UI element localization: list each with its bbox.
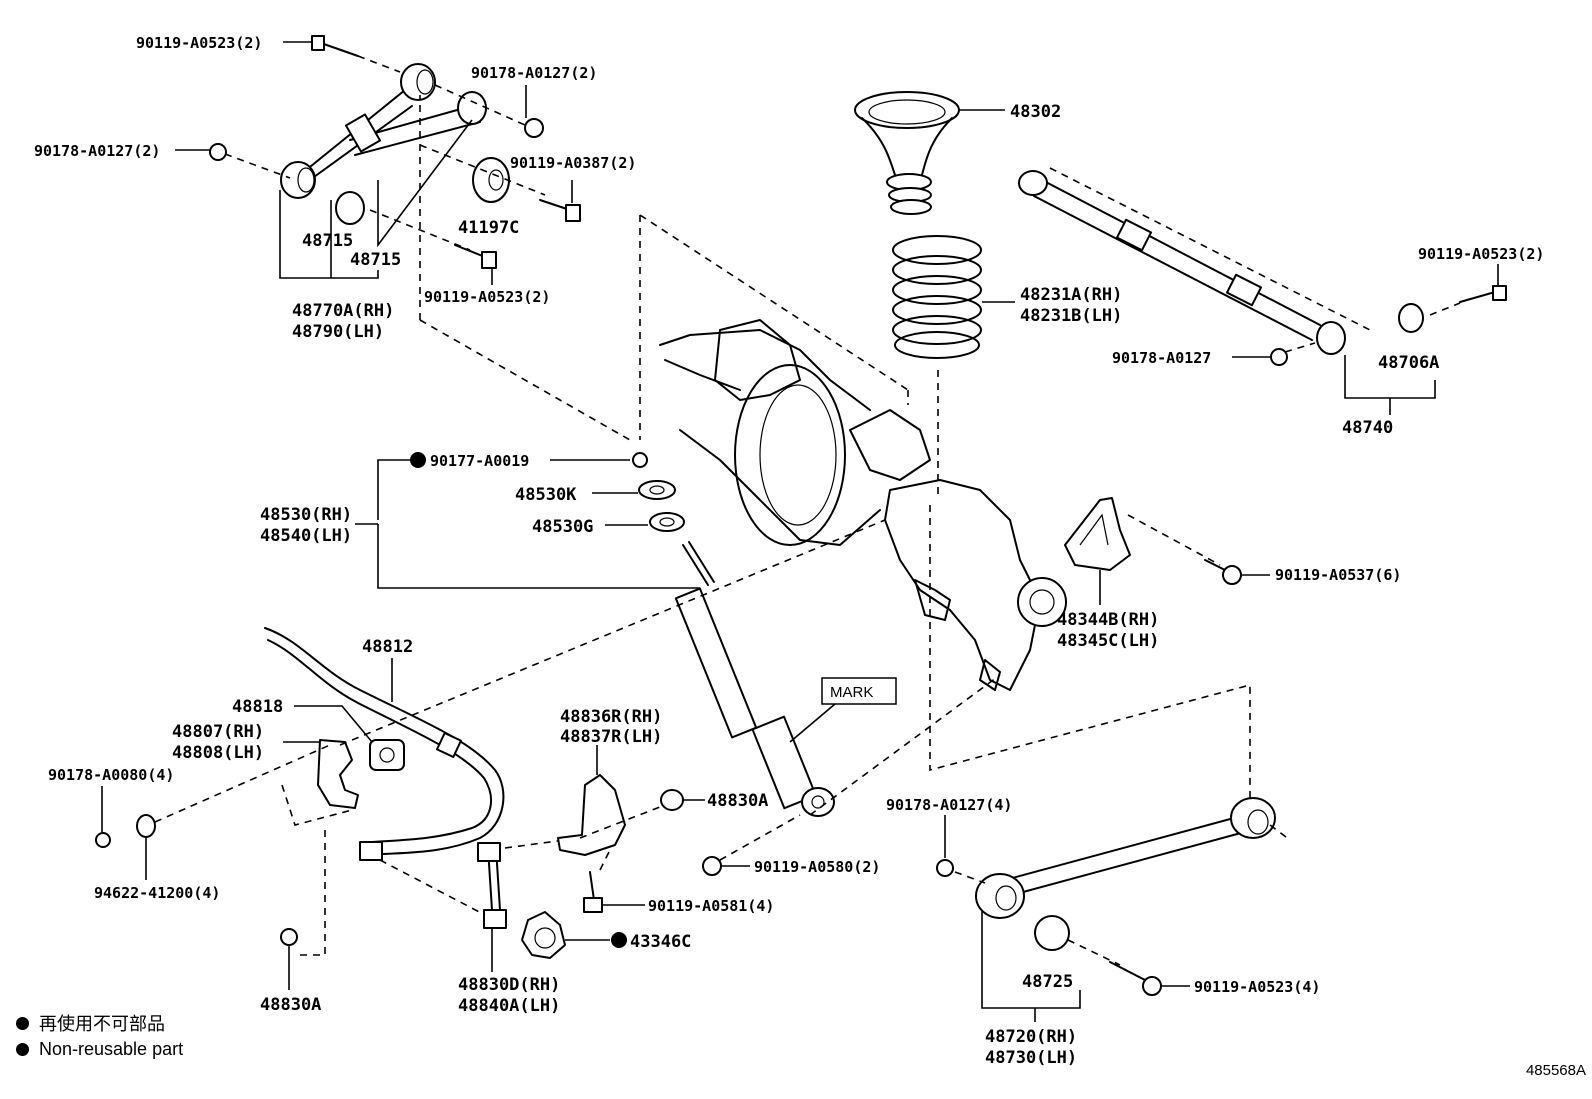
bushing-icon xyxy=(660,789,684,811)
part-label: 48530G xyxy=(532,517,593,537)
bracket-48836r xyxy=(557,774,626,856)
part-label: 90119-A0537(6) xyxy=(1275,566,1401,584)
nut-icon xyxy=(632,452,648,468)
stabilizer-bar xyxy=(264,627,505,861)
part-label: 48808(LH) xyxy=(172,743,264,763)
part-label: 48725 xyxy=(1022,972,1073,992)
legend: 再使用不可部品 Non-reusable part xyxy=(16,1010,183,1062)
part-label: 48770A(RH) xyxy=(292,301,394,321)
nut-icon xyxy=(95,832,111,848)
part-label: 48720(RH) xyxy=(985,1027,1077,1047)
part-label: 90119-A0387(2) xyxy=(510,154,636,172)
bolt-icon xyxy=(454,199,581,269)
part-label: 48830A xyxy=(260,995,321,1015)
bolt-icon xyxy=(583,856,750,913)
legend-row-english: Non-reusable part xyxy=(16,1036,183,1062)
legend-row-japanese: 再使用不可部品 xyxy=(16,1010,183,1036)
part-label: 48715 xyxy=(302,231,353,251)
part-label: 48530(RH) xyxy=(260,505,352,525)
part-label: 48231A(RH) xyxy=(1020,285,1122,305)
mark-label: MARK xyxy=(830,684,873,701)
bushing-icon xyxy=(369,739,405,771)
bushing-icon xyxy=(638,480,685,532)
part-label: 48818 xyxy=(232,697,283,717)
part-label: 90178-A0127 xyxy=(1112,349,1211,367)
bump-stopper xyxy=(854,91,960,215)
nut-icon xyxy=(209,118,544,161)
part-label: 48706A xyxy=(1378,353,1439,373)
non-reusable-marker-icon xyxy=(611,932,627,948)
clamp-bracket xyxy=(317,739,359,809)
lateral-rod xyxy=(1018,170,1424,355)
part-label: 48540(LH) xyxy=(260,526,352,546)
part-label: 48840A(LH) xyxy=(458,996,560,1016)
part-label: 48345C(LH) xyxy=(1057,631,1159,651)
stabilizer-link xyxy=(477,842,507,929)
nut-icon xyxy=(1270,348,1288,366)
non-reusable-dot-icon xyxy=(16,1016,29,1030)
shock-absorber xyxy=(674,541,835,817)
bracket-48344b xyxy=(1064,497,1131,571)
part-label: 90119-A0523(4) xyxy=(1194,978,1320,996)
bolt-icon xyxy=(1204,559,1242,585)
part-label: 48807(RH) xyxy=(172,722,264,742)
bolt-icon xyxy=(311,35,359,57)
part-label: 90119-A0580(2) xyxy=(754,858,880,876)
part-label: 41197C xyxy=(458,218,519,238)
part-label: 48790(LH) xyxy=(292,322,384,342)
part-label: 48715 xyxy=(350,250,401,270)
part-label: 90177-A0019 xyxy=(430,452,529,470)
part-label: 48830D(RH) xyxy=(458,975,560,995)
part-label: 90119-A0523(2) xyxy=(136,34,262,52)
washer-icon xyxy=(136,814,156,838)
part-label: 48530K xyxy=(515,485,577,505)
sensor-43346c xyxy=(521,911,566,959)
lower-control-arm xyxy=(975,797,1276,951)
part-label: 43346C xyxy=(630,932,691,952)
non-reusable-marker-icon xyxy=(410,452,426,468)
coil-spring xyxy=(892,235,982,359)
part-label: 90119-A0523(2) xyxy=(1418,245,1544,263)
part-label: 48730(LH) xyxy=(985,1048,1077,1068)
legend-english-text: Non-reusable part xyxy=(39,1038,184,1059)
part-label: 48837R(LH) xyxy=(560,727,662,747)
part-label: 94622-41200(4) xyxy=(94,884,220,902)
part-label: 48830A xyxy=(707,791,768,811)
upper-control-arm xyxy=(280,63,510,225)
legend-japanese-text: 再使用不可部品 xyxy=(39,1014,165,1034)
part-label: 48812 xyxy=(362,637,413,657)
bolt-icon xyxy=(1459,285,1507,303)
part-label: 90178-A0127(2) xyxy=(471,64,597,82)
axle-housing xyxy=(659,319,1067,691)
bolt-icon xyxy=(1109,961,1162,996)
part-label: 48836R(RH) xyxy=(560,707,662,727)
part-label: 48231B(LH) xyxy=(1020,306,1122,326)
part-label: 48740 xyxy=(1342,418,1393,438)
mark-callout xyxy=(789,677,897,743)
part-label: 90178-A0127(2) xyxy=(34,142,160,160)
non-reusable-dot-icon xyxy=(16,1042,29,1056)
part-label: 90178-A0080(4) xyxy=(48,766,174,784)
part-label: 90178-A0127(4) xyxy=(886,796,1012,814)
nut-icon xyxy=(936,859,954,877)
nut-icon xyxy=(280,928,298,946)
figure-number: 485568A xyxy=(1525,1062,1586,1079)
part-label: 90119-A0581(4) xyxy=(648,897,774,915)
part-label: 48344B(RH) xyxy=(1057,610,1159,630)
part-label: 90119-A0523(2) xyxy=(424,288,550,306)
part-label: 48302 xyxy=(1010,102,1061,122)
